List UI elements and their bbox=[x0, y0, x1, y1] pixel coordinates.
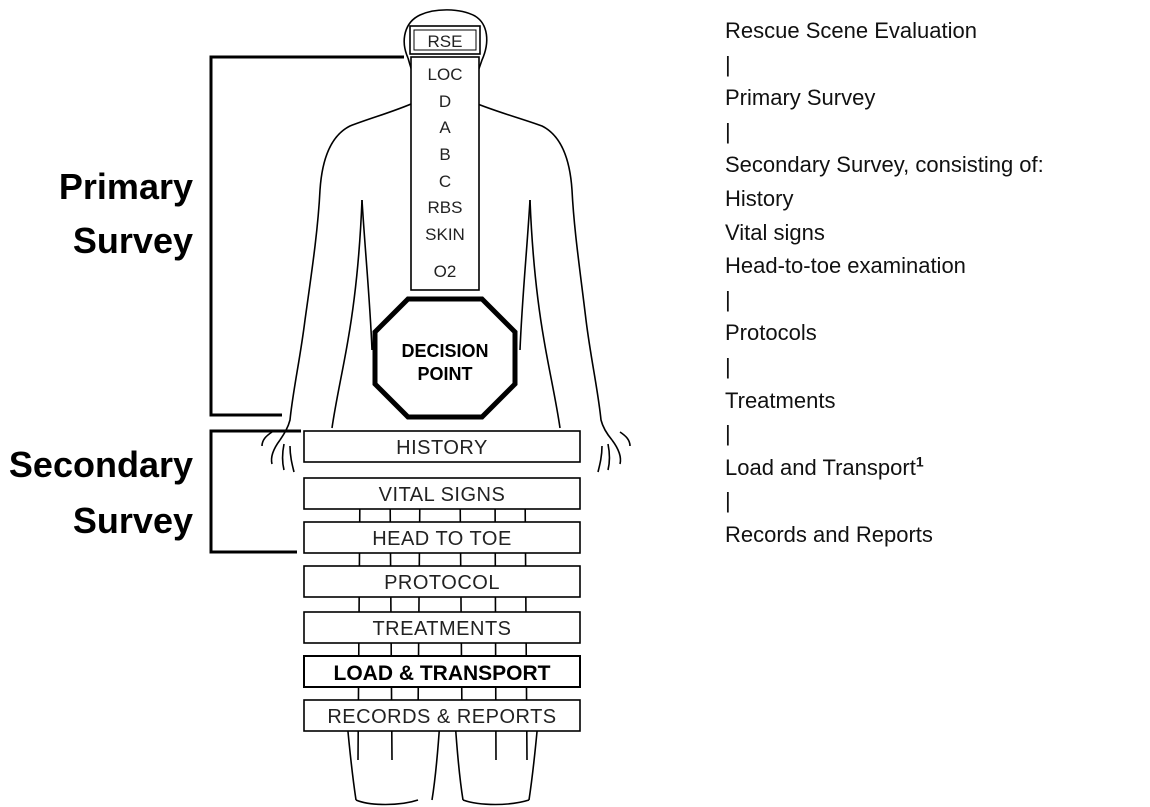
footnote-marker: 1 bbox=[916, 453, 924, 469]
step-line: Records and Reports bbox=[725, 518, 1145, 552]
primary-survey-label-line1: Primary bbox=[59, 166, 193, 207]
stack-boxes: HISTORY VITAL SIGNS HEAD TO TOE PROTOCOL… bbox=[304, 431, 580, 731]
load-transport-text: Load and Transport bbox=[725, 455, 916, 480]
spine-item: B bbox=[439, 145, 450, 164]
step-separator: | bbox=[725, 115, 1145, 149]
rse-label: RSE bbox=[428, 32, 463, 51]
spine-item: C bbox=[439, 172, 451, 191]
spine-item: RBS bbox=[428, 198, 463, 217]
decision-label-line1: DECISION bbox=[401, 341, 488, 361]
step-separator: | bbox=[725, 48, 1145, 82]
secondary-survey-label-line1: Secondary bbox=[9, 444, 193, 485]
spine-item: D bbox=[439, 92, 451, 111]
step-separator: | bbox=[725, 350, 1145, 384]
step-line: Head-to-toe examination bbox=[725, 249, 1145, 283]
treatments-label: TREATMENTS bbox=[372, 618, 511, 640]
spine-item: LOC bbox=[428, 65, 463, 84]
decision-label-line2: POINT bbox=[417, 364, 472, 384]
load-transport-label: LOAD & TRANSPORT bbox=[334, 662, 551, 685]
step-separator: | bbox=[725, 417, 1145, 451]
step-line: Treatments bbox=[725, 384, 1145, 418]
step-line: Vital signs bbox=[725, 216, 1145, 250]
spine-item: O2 bbox=[434, 262, 457, 281]
step-line: Secondary Survey, consisting of: bbox=[725, 148, 1145, 182]
step-line: Primary Survey bbox=[725, 81, 1145, 115]
spine-item: A bbox=[439, 118, 451, 137]
spine-item: SKIN bbox=[425, 225, 465, 244]
head-to-toe-label: HEAD TO TOE bbox=[372, 528, 512, 550]
step-line: Rescue Scene Evaluation bbox=[725, 14, 1145, 48]
steps-list: Rescue Scene Evaluation | Primary Survey… bbox=[725, 14, 1145, 552]
step-separator: | bbox=[725, 484, 1145, 518]
survey-diagram: Primary Survey Secondary Survey RSE LOC … bbox=[0, 0, 700, 807]
protocol-label: PROTOCOL bbox=[384, 572, 500, 594]
step-line: History bbox=[725, 182, 1145, 216]
history-label: HISTORY bbox=[396, 437, 488, 459]
step-separator: | bbox=[725, 283, 1145, 317]
secondary-survey-label-line2: Survey bbox=[73, 500, 193, 541]
records-reports-label: RECORDS & REPORTS bbox=[327, 706, 556, 728]
vital-signs-label: VITAL SIGNS bbox=[379, 484, 506, 506]
step-line: Protocols bbox=[725, 316, 1145, 350]
step-line-load-transport: Load and Transport1 bbox=[725, 451, 1145, 485]
secondary-bracket bbox=[211, 431, 301, 552]
primary-survey-label-line2: Survey bbox=[73, 220, 193, 261]
